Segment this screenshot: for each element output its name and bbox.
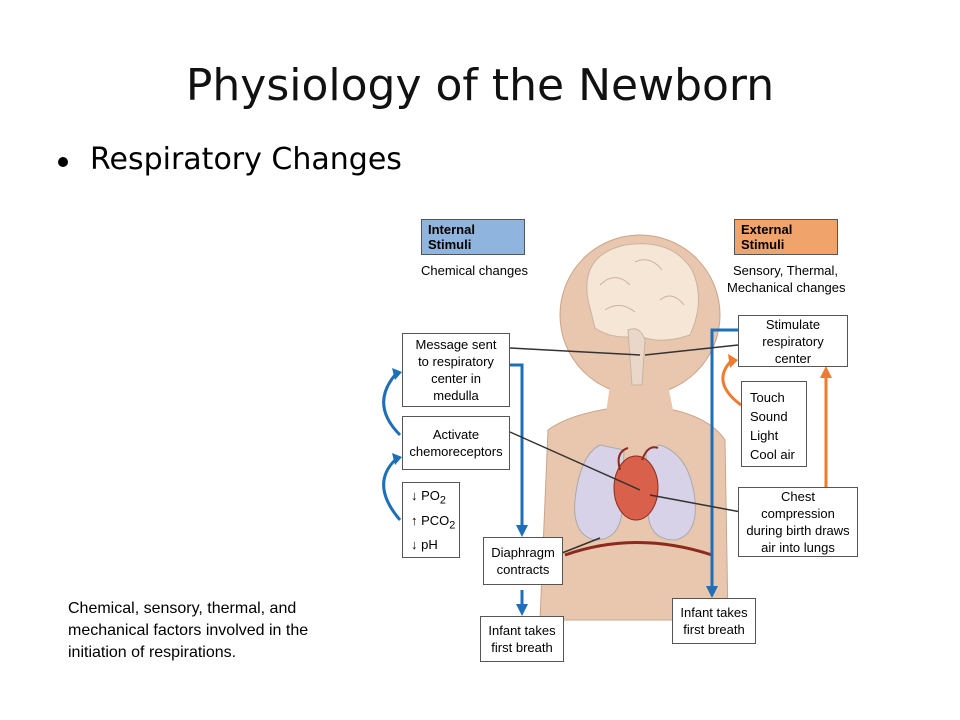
infant-neck-shape bbox=[605, 385, 675, 420]
external-subtitle-line1: Sensory, Thermal, bbox=[733, 263, 839, 278]
left-lung-shape bbox=[574, 444, 625, 541]
ph-row: ↓ pH bbox=[411, 535, 459, 555]
pco2-row: ↑ PCO2 bbox=[411, 511, 459, 536]
chest-line3: air into lungs bbox=[761, 540, 835, 555]
cool-air-label: Cool air bbox=[750, 447, 795, 462]
message-sent-box: Message sent to respiratory center in me… bbox=[402, 333, 510, 407]
leader-lines bbox=[509, 344, 742, 554]
brainstem-shape bbox=[627, 328, 646, 386]
activate-chemoreceptors-box: Activate chemoreceptors bbox=[402, 416, 510, 470]
ph-label: pH bbox=[421, 537, 438, 553]
chest-up-arrowhead bbox=[820, 366, 832, 378]
bullet-dot-icon bbox=[58, 156, 68, 167]
bullet-text: Respiratory Changes bbox=[90, 142, 402, 177]
internal-breath-line1: Infant takes bbox=[488, 623, 556, 638]
internal-stimuli-subtitle: Chemical changes bbox=[421, 263, 528, 278]
activate-line1: Activate bbox=[432, 427, 480, 442]
pco2-subscript: 2 bbox=[449, 519, 456, 532]
message-line1: Message sent bbox=[415, 337, 497, 352]
chest-compression-box: Chest compression during birth draws air… bbox=[738, 487, 858, 557]
activate-line2: chemoreceptors bbox=[409, 444, 503, 459]
external-breath-line1: Infant takes bbox=[680, 605, 748, 620]
chest-line1: Chest compression bbox=[761, 489, 835, 521]
diaphragm-line2: contracts bbox=[496, 562, 550, 577]
po2-row: ↓ PO2 bbox=[411, 486, 459, 511]
slide-title: Physiology of the Newborn bbox=[185, 60, 775, 111]
right-lung-shape bbox=[645, 444, 696, 541]
sensory-stimuli-box: Touch Sound Light Cool air bbox=[741, 381, 807, 467]
down-arrow-icon: ↓ bbox=[411, 537, 418, 553]
sound-label: Sound bbox=[750, 409, 788, 424]
internal-arrows bbox=[382, 363, 524, 604]
diaphragm-box: Diaphragm contracts bbox=[483, 537, 563, 585]
diaphragm-arrowhead bbox=[516, 525, 528, 537]
heart-vessels bbox=[617, 446, 659, 471]
brain-fold-lines bbox=[599, 259, 685, 313]
message-line2: to respiratory bbox=[418, 354, 494, 369]
internal-breath-line2: first breath bbox=[491, 640, 553, 655]
bullet-item: Respiratory Changes bbox=[58, 142, 402, 177]
diaphragm-line bbox=[564, 541, 713, 557]
external-breath-line2: first breath bbox=[683, 622, 745, 637]
lower-arrowhead bbox=[392, 453, 402, 465]
up-arrow-icon: ↑ bbox=[411, 512, 418, 528]
touch-label: Touch bbox=[750, 390, 785, 405]
stimuli-arrowhead bbox=[728, 354, 738, 368]
brain-shape bbox=[586, 243, 700, 341]
external-down-line bbox=[710, 328, 738, 586]
chest-line2: during birth draws bbox=[746, 523, 850, 538]
external-stimuli-header: External Stimuli bbox=[734, 219, 838, 255]
curve-arrow-lower bbox=[382, 458, 402, 521]
down-arrow-icon: ↓ bbox=[411, 488, 418, 503]
light-label: Light bbox=[750, 428, 779, 443]
stimulate-line2: respiratory center bbox=[762, 333, 824, 366]
curve-arrow-upper bbox=[382, 374, 402, 437]
external-subtitle-line2: Mechanical changes bbox=[727, 280, 846, 295]
blood-gas-box: ↓ PO2 ↑ PCO2 ↓ pH bbox=[402, 482, 460, 558]
breath-arrowhead bbox=[516, 604, 528, 616]
internal-stimuli-header: Internal Stimuli bbox=[421, 219, 525, 255]
stimulate-center-box: Stimulate respiratory center bbox=[738, 315, 848, 367]
po2-subscript: 2 bbox=[439, 494, 446, 507]
stimulate-line1: Stimulate bbox=[765, 316, 821, 332]
pco2-label: PCO bbox=[421, 512, 450, 528]
po2-label: PO bbox=[421, 488, 440, 503]
stimuli-curve-arrow bbox=[721, 358, 742, 407]
message-line3: center in medulla bbox=[431, 371, 481, 403]
diaphragm-line1: Diaphragm bbox=[491, 545, 555, 560]
upper-arrowhead bbox=[392, 368, 402, 380]
external-breath-arrowhead bbox=[706, 586, 718, 598]
external-first-breath-box: Infant takes first breath bbox=[672, 598, 756, 644]
figure-caption: Chemical, sensory, thermal, and mechanic… bbox=[68, 600, 309, 661]
internal-first-breath-box: Infant takes first breath bbox=[480, 616, 564, 662]
vertical-arrow-to-diaphragm bbox=[510, 363, 524, 525]
